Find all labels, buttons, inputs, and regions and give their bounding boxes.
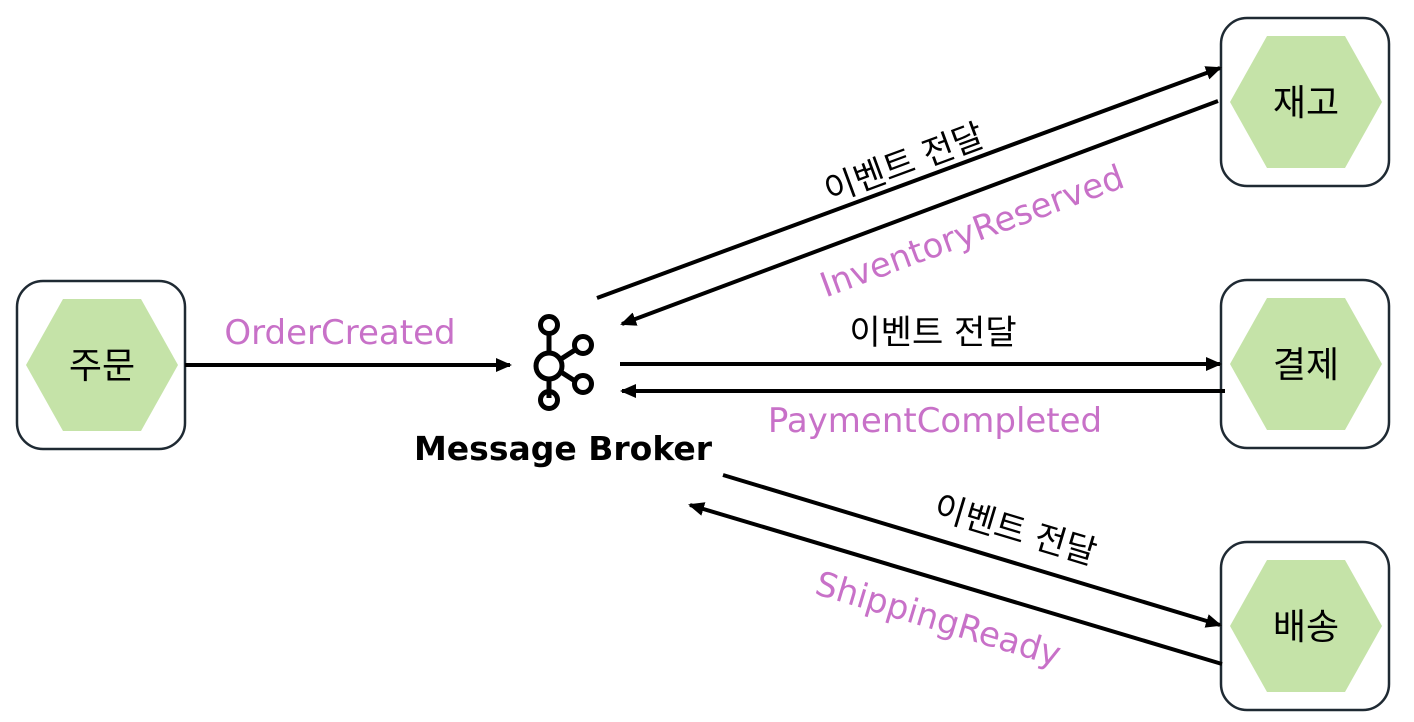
event-delivery-payment-label: 이벤트 전달 <box>849 313 1016 353</box>
order-hexagon <box>26 299 178 431</box>
event-delivery-shipping-label: 이벤트 전달 <box>929 487 1101 573</box>
inventory-node-label: 재고 <box>1273 83 1339 124</box>
broker-to-inventory-arrow <box>596 66 1222 300</box>
shipping-node-label: 배송 <box>1273 607 1339 648</box>
kafka-icon <box>533 314 594 411</box>
order-created-label: OrderCreated <box>224 313 455 353</box>
inventory-to-broker-arrow <box>620 99 1219 326</box>
inventory-hexagon <box>1230 36 1382 168</box>
shipping-hexagon <box>1230 560 1382 692</box>
shipping-to-broker-arrow <box>688 502 1223 666</box>
order-service-node: 주문 <box>15 279 187 451</box>
payment-hexagon <box>1230 298 1382 430</box>
broker-to-shipping-arrow <box>722 473 1222 628</box>
inventory-service-node: 재고 <box>1219 16 1391 188</box>
order-node-label: 주문 <box>69 346 135 387</box>
shipping-service-node: 배송 <box>1219 540 1391 712</box>
payment-completed-label: PaymentCompleted <box>768 401 1102 441</box>
payment-node-label: 결제 <box>1273 345 1339 386</box>
message-broker-label: Message Broker <box>414 429 713 468</box>
payment-service-node: 결제 <box>1219 278 1391 450</box>
